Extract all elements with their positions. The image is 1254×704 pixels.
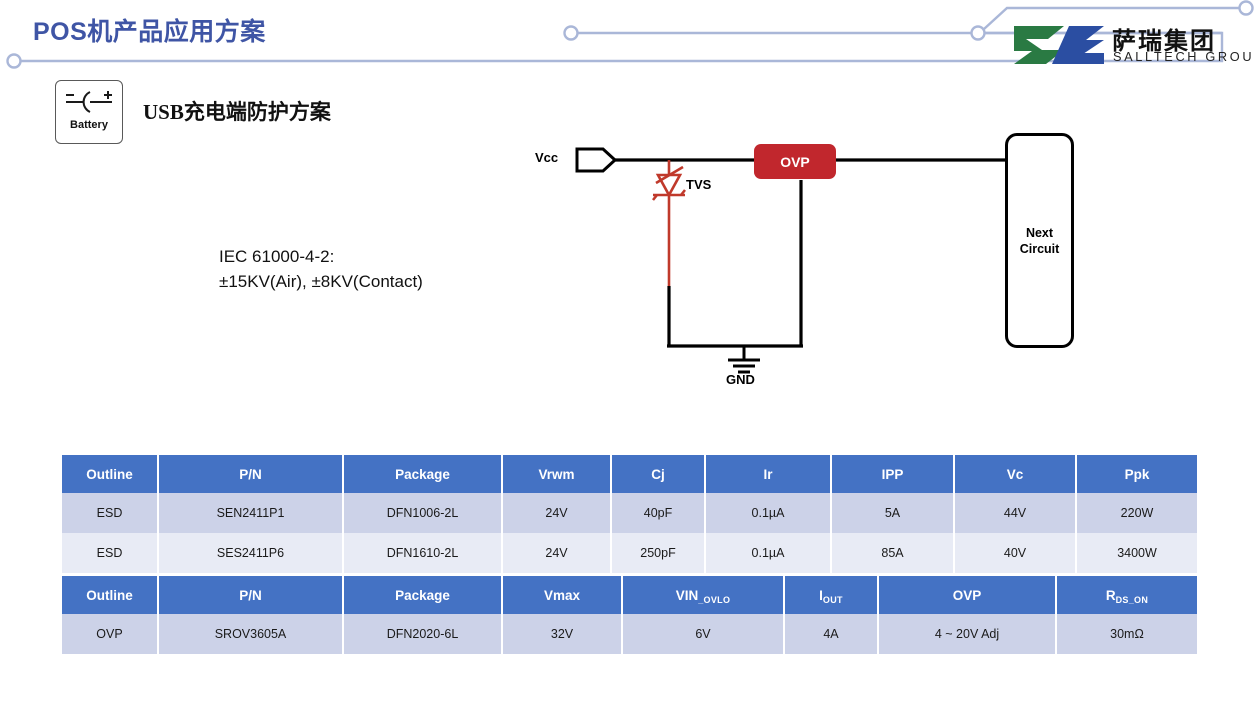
table2-col-vin-ovlo: VIN_OVLO xyxy=(622,576,785,614)
vcc-label: Vcc xyxy=(535,150,559,165)
table1-col-cj: Cj xyxy=(611,455,706,493)
section-title: USB充电端防护方案 xyxy=(143,100,331,124)
page-header: POS机产品应用方案 萨瑞集团 SALLTECH GROUP xyxy=(0,0,1254,85)
table2-col-outline: Outline xyxy=(62,576,159,614)
vcc-connector-icon xyxy=(575,147,618,173)
table2-col-iout-base: I xyxy=(819,587,823,603)
table-row: ESD SEN2411P1 DFN1006-2L 24V 40pF 0.1µA … xyxy=(62,493,1197,533)
next-circuit-label-line2: Circuit xyxy=(1019,241,1060,256)
esd-products-table: Outline P/N Package Vrwm Cj Ir IPP Vc Pp… xyxy=(62,455,1197,573)
table2-header-row: Outline P/N Package Vmax VIN_OVLO IOUT O… xyxy=(62,576,1197,614)
battery-icon: Battery xyxy=(55,80,123,144)
cell: SEN2411P1 xyxy=(158,493,344,533)
decorative-circuit-trace xyxy=(6,0,1254,69)
table1-col-ir: Ir xyxy=(705,455,832,493)
table2-col-iout: IOUT xyxy=(784,576,879,614)
cell: 32V xyxy=(502,614,623,654)
iec-line-2: ±15KV(Air), ±8KV(Contact) xyxy=(219,272,423,291)
next-circuit-label-line1: Next xyxy=(1025,225,1054,240)
ovp-component-block: OVP xyxy=(754,144,836,179)
cell: SES2411P6 xyxy=(158,533,344,573)
cell: 85A xyxy=(831,533,955,573)
table2-col-rdson: RDS_ON xyxy=(1056,576,1197,614)
table1-col-vc: Vc xyxy=(954,455,1077,493)
table1-col-ipp: IPP xyxy=(831,455,955,493)
cell: 0.1µA xyxy=(705,493,832,533)
cell: DFN1006-2L xyxy=(343,493,503,533)
table-row: ESD SES2411P6 DFN1610-2L 24V 250pF 0.1µA… xyxy=(62,533,1197,573)
cell: ESD xyxy=(62,533,159,573)
cell: 30mΩ xyxy=(1056,614,1197,654)
ovp-block-label: OVP xyxy=(780,153,810,170)
table1-col-package: Package xyxy=(343,455,503,493)
cell: DFN1610-2L xyxy=(343,533,503,573)
cell: OVP xyxy=(62,614,159,654)
tvs-diode-icon xyxy=(655,173,683,198)
table1-col-ppk: Ppk xyxy=(1076,455,1197,493)
cell: 24V xyxy=(502,533,612,573)
cell: 0.1µA xyxy=(705,533,832,573)
cell: 24V xyxy=(502,493,612,533)
table2-col-iout-sub: OUT xyxy=(822,594,843,605)
circuit-diagram xyxy=(575,147,1008,374)
cell: 5A xyxy=(831,493,955,533)
cell: 6V xyxy=(622,614,785,654)
cell: 40pF xyxy=(611,493,706,533)
cell: 3400W xyxy=(1076,533,1197,573)
table2-col-pn: P/N xyxy=(158,576,344,614)
table1-col-outline: Outline xyxy=(62,455,159,493)
iec-line-1: IEC 61000-4-2: xyxy=(219,247,335,266)
table2-col-rdson-base: R xyxy=(1105,587,1116,603)
gnd-label: GND xyxy=(726,372,755,387)
logo-english-name: SALLTECH GROUP xyxy=(1113,50,1254,64)
table1-col-vrwm: Vrwm xyxy=(502,455,612,493)
salltech-logo-mark xyxy=(1014,26,1104,64)
page-title: POS机产品应用方案 xyxy=(33,18,266,46)
table-row: OVP SROV3605A DFN2020-6L 32V 6V 4A 4 ~ 2… xyxy=(62,614,1197,654)
table1-col-pn: P/N xyxy=(158,455,344,493)
cell: 220W xyxy=(1076,493,1197,533)
cell: DFN2020-6L xyxy=(343,614,503,654)
company-logo: 萨瑞集团 SALLTECH GROUP xyxy=(1012,20,1254,72)
table2-col-vin-sub: _OVLO xyxy=(698,594,731,605)
cell: 44V xyxy=(954,493,1077,533)
next-circuit-block: Next Circuit xyxy=(1005,133,1074,348)
table2-col-vin-base: VIN xyxy=(675,587,699,603)
table2-col-rdson-sub: DS_ON xyxy=(1115,594,1149,605)
tvs-label: TVS xyxy=(686,177,712,192)
battery-symbol-icon xyxy=(66,91,112,113)
cell: 250pF xyxy=(611,533,706,573)
cell: 4 ~ 20V Adj xyxy=(878,614,1057,654)
iec-standard-note: IEC 61000-4-2: ±15KV(Air), ±8KV(Contact) xyxy=(219,244,423,294)
battery-icon-label: Battery xyxy=(70,119,108,131)
table2-col-ovp: OVP xyxy=(878,576,1057,614)
table1-header-row: Outline P/N Package Vrwm Cj Ir IPP Vc Pp… xyxy=(62,455,1197,493)
next-circuit-label: Next Circuit xyxy=(1020,225,1060,257)
cell: ESD xyxy=(62,493,159,533)
cell: SROV3605A xyxy=(158,614,344,654)
table2-col-package: Package xyxy=(343,576,503,614)
table2-col-vmax: Vmax xyxy=(502,576,623,614)
cell: 4A xyxy=(784,614,879,654)
ovp-products-table: Outline P/N Package Vmax VIN_OVLO IOUT O… xyxy=(62,576,1197,654)
cell: 40V xyxy=(954,533,1077,573)
logo-chinese-name: 萨瑞集团 xyxy=(1112,28,1216,55)
